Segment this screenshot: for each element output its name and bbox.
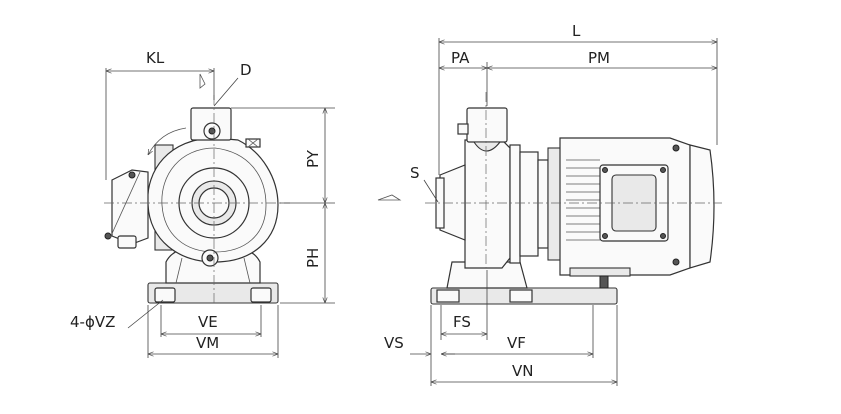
label-py: PY	[304, 149, 322, 168]
motor-fins	[566, 159, 600, 241]
label-ve: VE	[198, 313, 218, 331]
label-pm: PM	[588, 49, 610, 67]
front-dimensions	[105, 68, 335, 358]
label-d: D	[240, 61, 252, 79]
label-fs: FS	[453, 313, 471, 331]
label-vf: VF	[507, 334, 526, 352]
label-vz: 4-ϕVZ	[70, 313, 115, 331]
label-vs: VS	[384, 334, 404, 352]
side-dimensions	[410, 38, 718, 386]
label-pa: PA	[451, 49, 470, 67]
label-vm: VM	[196, 334, 219, 352]
label-vn: VN	[512, 362, 533, 380]
label-s: S	[410, 164, 420, 182]
label-l: L	[572, 22, 581, 40]
side-view	[377, 92, 722, 305]
label-ph: PH	[304, 248, 322, 268]
front-view	[104, 73, 290, 305]
label-kl: KL	[146, 49, 165, 67]
